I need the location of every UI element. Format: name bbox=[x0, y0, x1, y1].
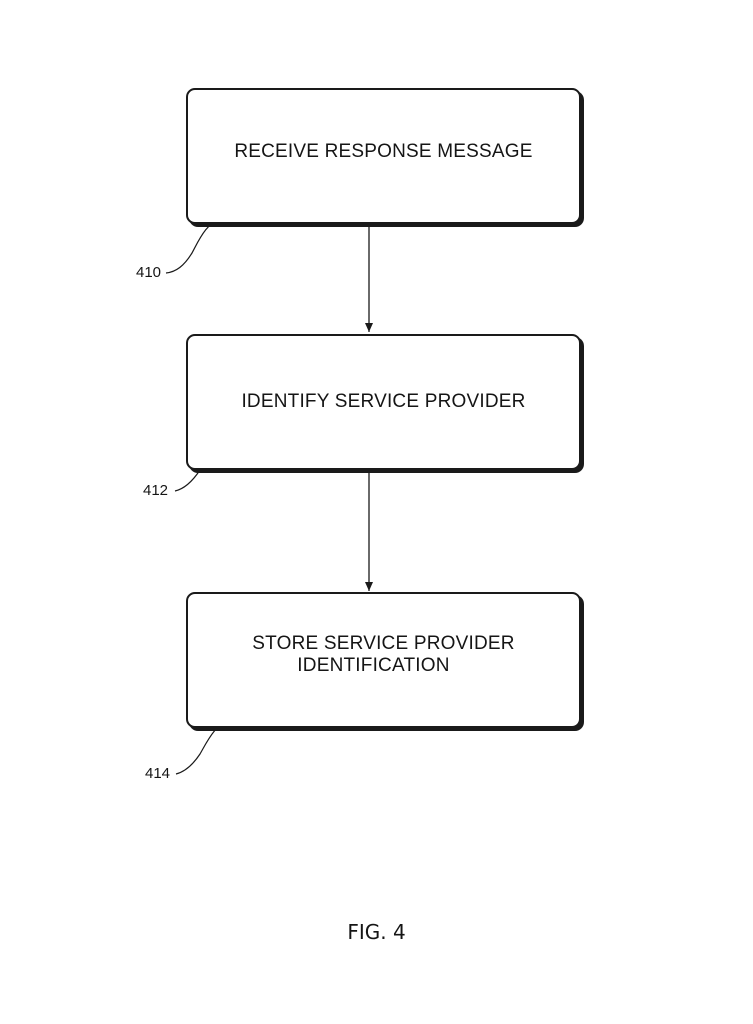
step-label-410-line1: RECEIVE RESPONSE MESSAGE bbox=[234, 141, 532, 163]
step-label-414-line2: IDENTIFICATION bbox=[252, 655, 514, 677]
step-label-410: RECEIVE RESPONSE MESSAGE bbox=[234, 141, 532, 163]
step-label-414: STORE SERVICE PROVIDER IDENTIFICATION bbox=[252, 633, 514, 677]
step-box-410: RECEIVE RESPONSE MESSAGE bbox=[186, 88, 581, 224]
figure-caption: FIG. 4 bbox=[0, 920, 753, 944]
ref-numeral-414: 414 bbox=[145, 765, 170, 782]
step-label-412: IDENTIFY SERVICE PROVIDER bbox=[241, 391, 525, 413]
step-box-412: IDENTIFY SERVICE PROVIDER bbox=[186, 334, 581, 470]
ref-numeral-410: 410 bbox=[136, 264, 161, 281]
ref-numeral-412: 412 bbox=[143, 482, 168, 499]
step-box-414: STORE SERVICE PROVIDER IDENTIFICATION bbox=[186, 592, 581, 728]
step-label-412-line1: IDENTIFY SERVICE PROVIDER bbox=[241, 391, 525, 413]
step-label-414-line1: STORE SERVICE PROVIDER bbox=[252, 633, 514, 655]
